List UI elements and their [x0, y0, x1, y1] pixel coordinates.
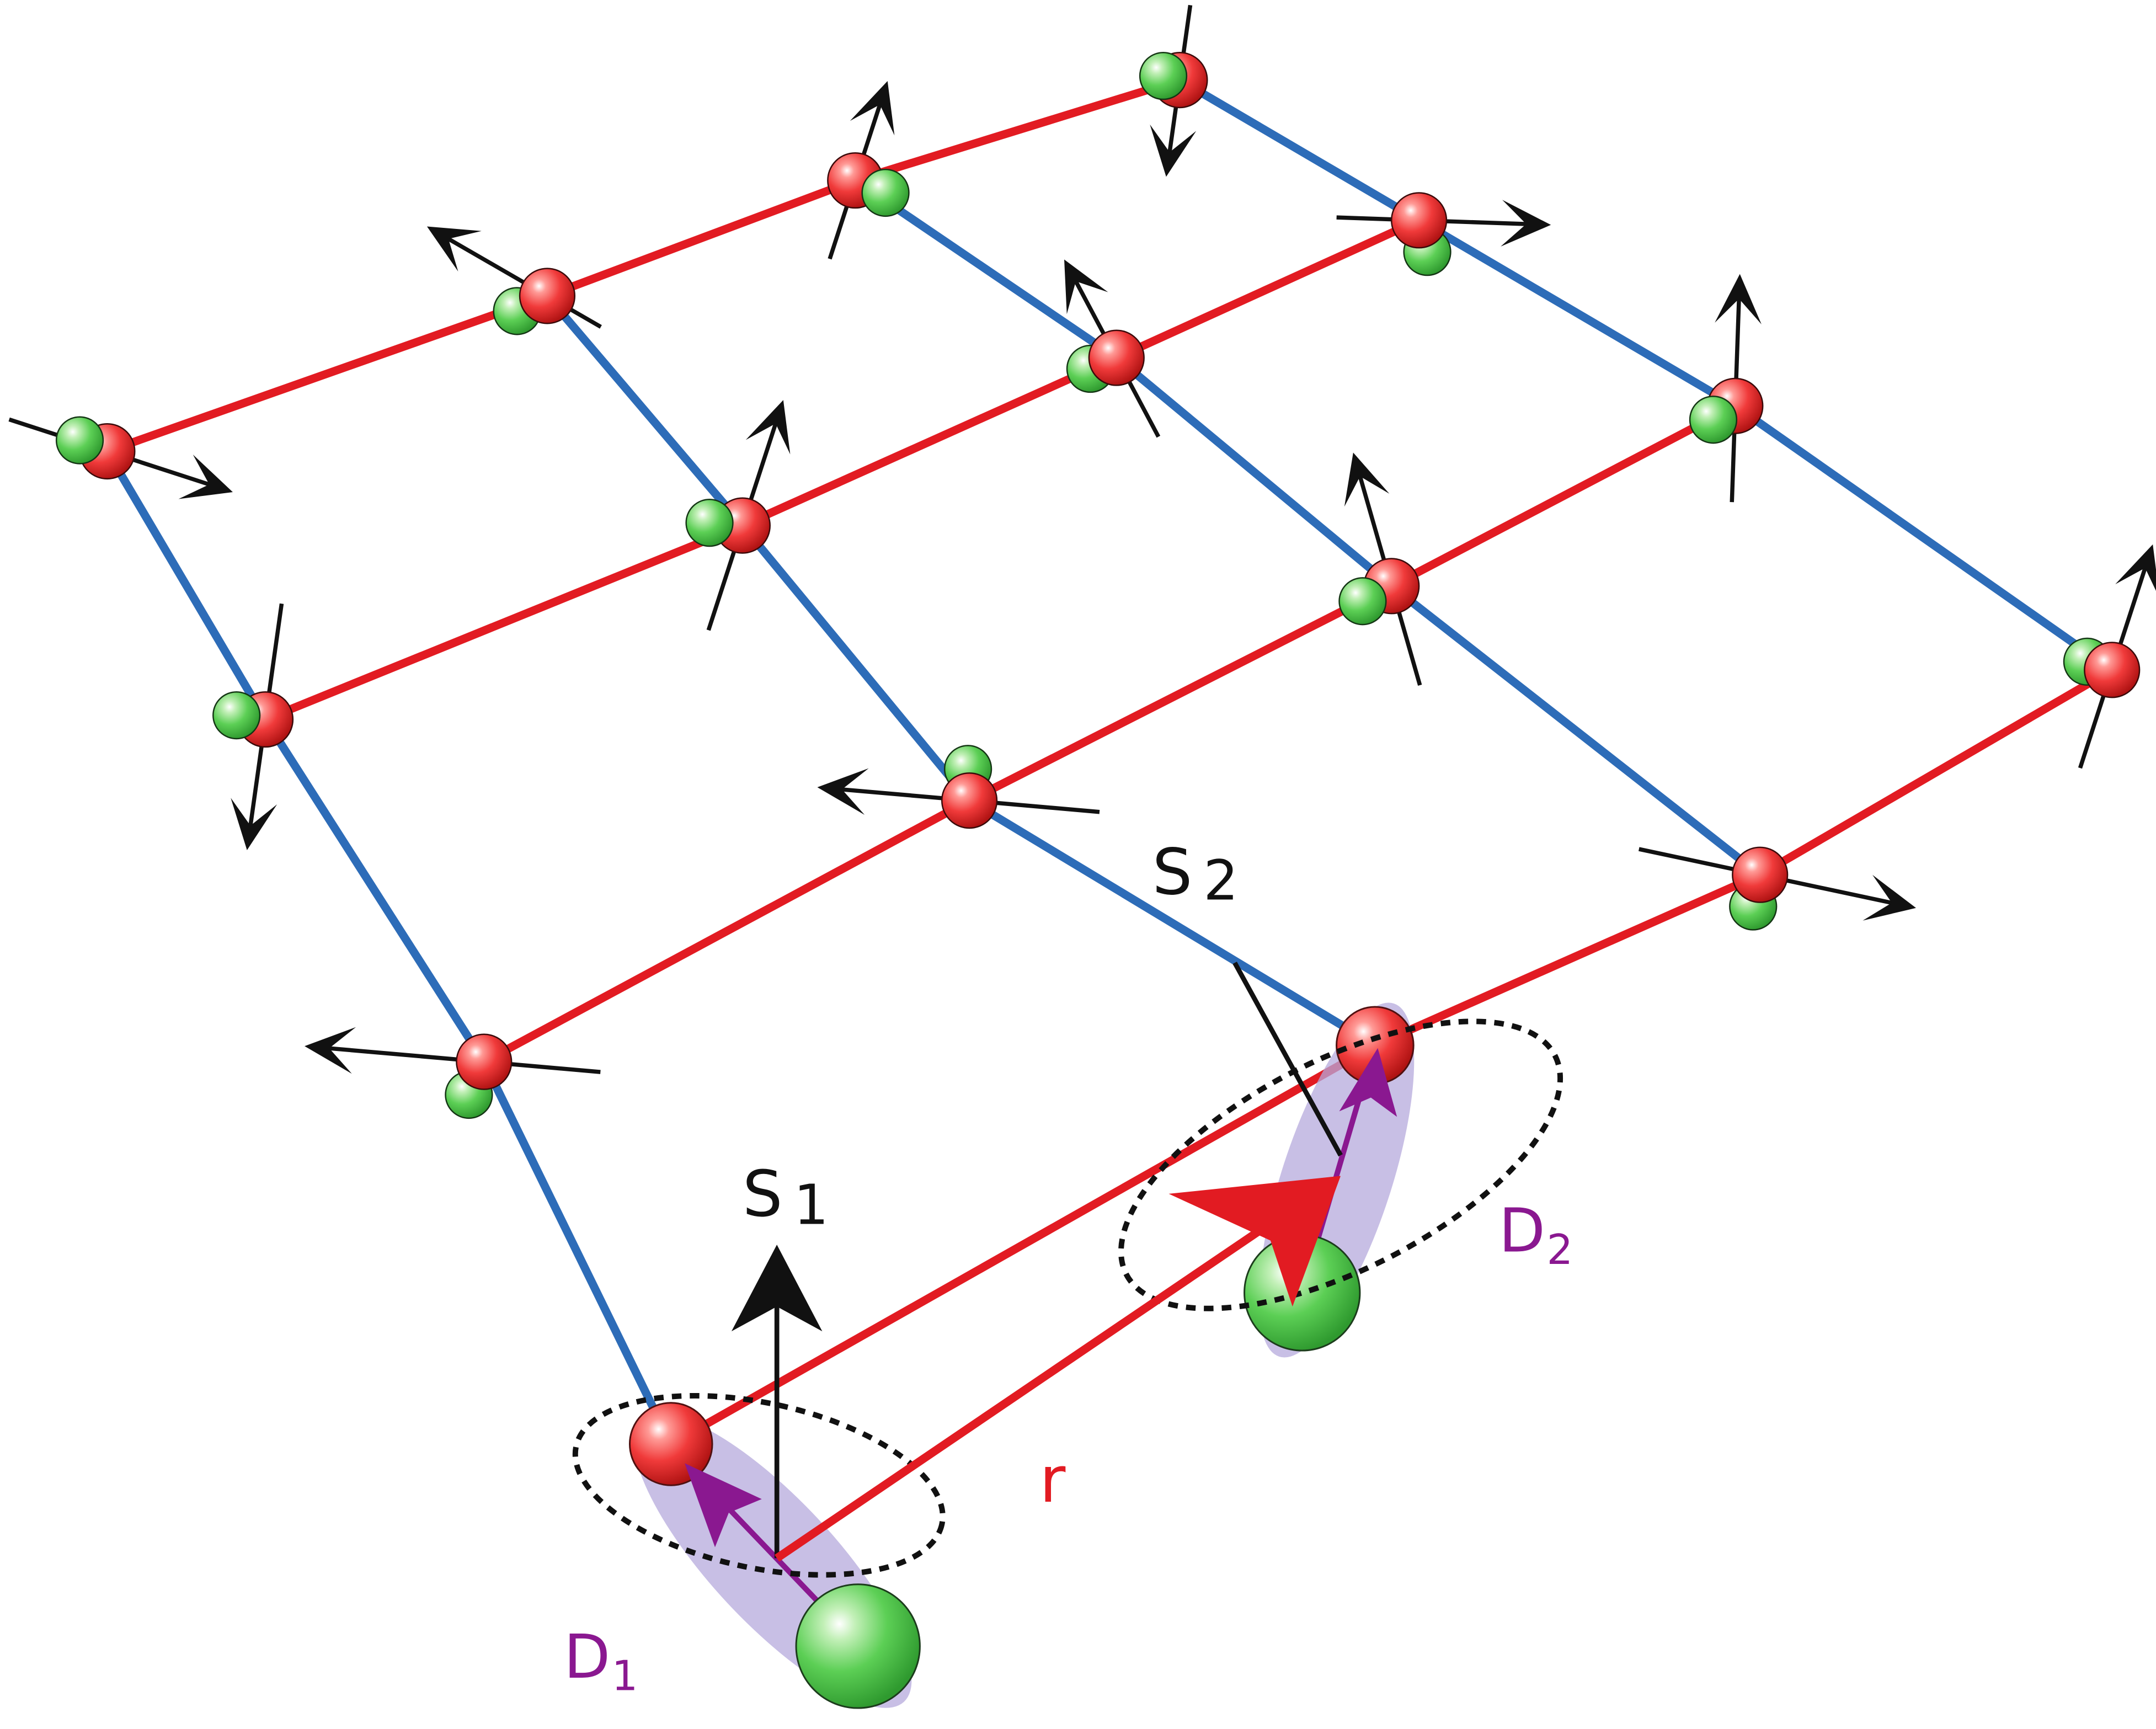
spin-arrowhead	[1863, 874, 1916, 921]
spin-arrowhead	[231, 798, 277, 850]
highlighted-pair	[572, 962, 1563, 1709]
blue-bonds	[103, 76, 2115, 1446]
spin-arrowhead	[1150, 124, 1197, 177]
lattice-atom-pair	[1729, 846, 1789, 931]
lattice-atom-pair	[685, 497, 771, 554]
lattice-atom-pair	[493, 268, 576, 335]
green-atom	[1139, 52, 1188, 100]
red-atom	[519, 268, 576, 324]
blue-bond-line	[544, 293, 1378, 1049]
lattice-atom-pair	[212, 691, 294, 748]
spin-arrowhead	[817, 768, 869, 815]
r-label: r	[1039, 1444, 1066, 1517]
spin-arrowhead	[1501, 200, 1551, 247]
lattice-atom-pair	[55, 416, 136, 480]
green-atom	[1689, 396, 1738, 444]
red-atom	[1391, 192, 1448, 249]
blue-bond-line	[103, 449, 675, 1446]
lattice-atom-pair	[1689, 377, 1764, 444]
d1-label: D1	[564, 1621, 638, 1700]
lattice-sites	[8, 4, 2156, 1119]
dipole-1-red-atom	[628, 1402, 713, 1486]
green-atom	[212, 691, 261, 740]
lattice-atom-pair	[1391, 192, 1451, 276]
lattice-atom-pair	[941, 745, 998, 829]
lattice-atom-pair	[2063, 637, 2141, 698]
dipole-1-green-atom	[795, 1583, 921, 1709]
dipole-1-arrowhead	[685, 1463, 762, 1547]
blue-bond-line	[853, 177, 1763, 878]
red-atom	[1088, 329, 1145, 386]
spin-arrowhead	[1344, 452, 1390, 507]
red-bonds	[105, 76, 2115, 1448]
spin-arrow	[305, 1027, 601, 1074]
spin-s1-arrowhead	[731, 1245, 823, 1332]
spin-arrowhead	[1064, 259, 1108, 314]
red-atom	[456, 1033, 513, 1090]
lattice-atom-pair	[445, 1033, 513, 1119]
red-atom	[1732, 846, 1789, 903]
spin-arrowhead	[850, 81, 895, 136]
lattice-atom-pair	[1338, 558, 1420, 626]
red-bond-line	[669, 666, 2115, 1448]
d2-label: D2	[1499, 1196, 1573, 1274]
dipole-2-arrowhead	[1339, 1048, 1397, 1117]
spin-arrowhead	[178, 454, 233, 499]
spin-arrowhead	[305, 1027, 356, 1074]
green-atom	[1338, 577, 1387, 626]
dipole-1-dashed-ring	[572, 1392, 946, 1578]
lattice-atom-pair	[1139, 52, 1208, 109]
blue-bond-line	[1177, 76, 2115, 674]
spin-arrowhead	[1715, 274, 1762, 324]
spin-arrowhead	[745, 400, 791, 455]
r-vector-arrowhead	[1168, 1176, 1341, 1307]
red-bond-line	[482, 402, 1737, 1066]
red-atom	[941, 772, 998, 829]
green-atom	[861, 168, 910, 217]
red-bond-line	[105, 76, 1181, 456]
spin-arrowhead	[2115, 544, 2156, 591]
red-atom	[2084, 642, 2141, 698]
dipole-halos	[633, 1002, 1415, 1708]
spin-s2-shaft	[1232, 962, 1343, 1157]
r-vector-shaft	[774, 1186, 1322, 1562]
green-atom	[55, 416, 104, 465]
green-atom	[685, 499, 734, 547]
lattice-atom-pair	[1066, 329, 1145, 393]
spin-arrowhead	[426, 226, 482, 272]
lattice-atom-pair	[827, 152, 910, 217]
red-bond-line	[264, 216, 1421, 723]
